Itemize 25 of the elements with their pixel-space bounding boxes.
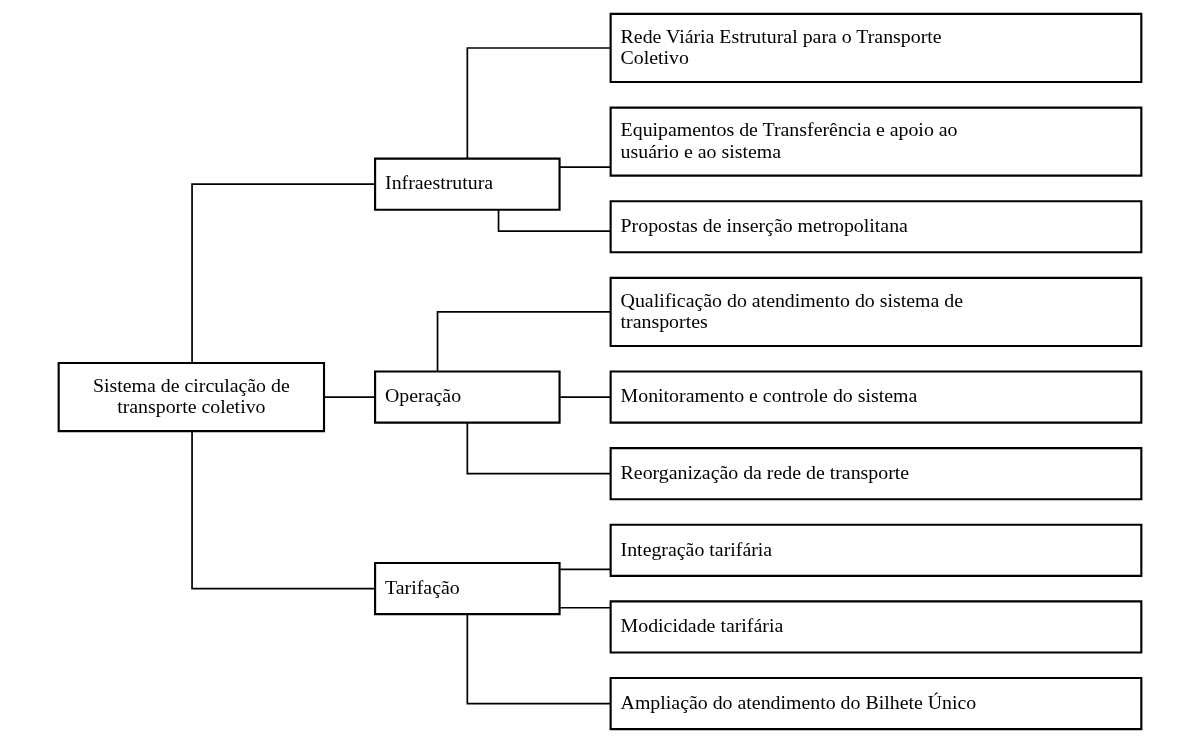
node-box: Equipamentos de Transferência e apoio ao usuário e ao sistema	[609, 106, 1143, 177]
node-box: Sistema de circulação de transporte coletivo	[57, 361, 326, 433]
connector	[559, 568, 612, 571]
node-box: Rede Viária Estrutural para o Transporte Coletivo	[609, 12, 1143, 84]
connector	[466, 613, 612, 705]
node-box: Ampliação do atendimento do Bilhete Único	[609, 676, 1143, 731]
connector	[436, 311, 612, 373]
connector	[559, 606, 612, 609]
node-box: Infraestrutura	[374, 157, 561, 211]
connector	[497, 208, 612, 232]
connector	[559, 166, 612, 168]
connector	[559, 396, 612, 398]
node-box: Tarifação	[374, 562, 561, 616]
node-box: Operação	[374, 370, 561, 424]
connector	[191, 183, 376, 364]
node-box: Modicidade tarifária	[609, 600, 1143, 654]
connector	[191, 430, 376, 590]
node-box: Propostas de inserção metropolitana	[609, 200, 1143, 254]
connector	[466, 422, 612, 475]
node-box: Reorganização da rede de transporte	[609, 447, 1143, 501]
node-box: Qualificação do atendimento do sistema de transportes	[609, 276, 1143, 348]
node-box: Integração tarifária	[609, 523, 1143, 577]
connector	[323, 396, 376, 398]
connector	[466, 47, 612, 160]
node-box: Monitoramento e controle do sistema	[609, 370, 1143, 424]
